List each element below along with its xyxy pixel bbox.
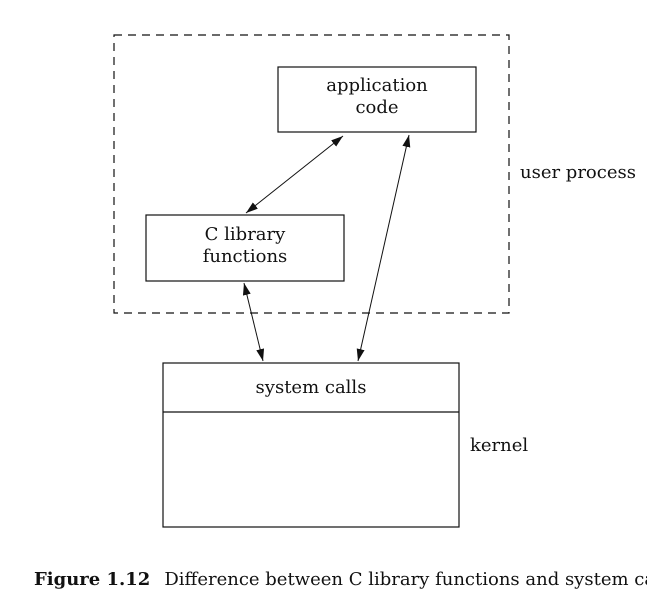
c-library-functions-label: C library functions (146, 224, 344, 268)
application-code-line-1: application (326, 75, 428, 96)
figure-caption: Figure 1.12 Difference between C library … (34, 569, 647, 591)
arrow-application-to-system-calls (356, 134, 411, 362)
arrow-c-library-to-application (245, 135, 344, 214)
c-library-functions-line-2: functions (202, 246, 288, 267)
system-calls-label: system calls (255, 377, 367, 398)
arrow-c-library-to-system-calls (242, 282, 265, 362)
user-process-label: user process (520, 162, 636, 183)
c-library-functions-line-1: C library (204, 224, 286, 245)
c-library-functions-box (145, 214, 345, 282)
application-code-label: application code (278, 75, 476, 119)
application-code-box (277, 66, 477, 133)
user-process-boundary (113, 34, 510, 314)
kernel-label: kernel (470, 435, 529, 456)
kernel-box (162, 362, 460, 528)
figure-caption-text: Difference between C library functions a… (164, 569, 647, 590)
application-code-line-2: code (355, 97, 399, 118)
figure-number: Figure 1.12 (34, 569, 151, 590)
